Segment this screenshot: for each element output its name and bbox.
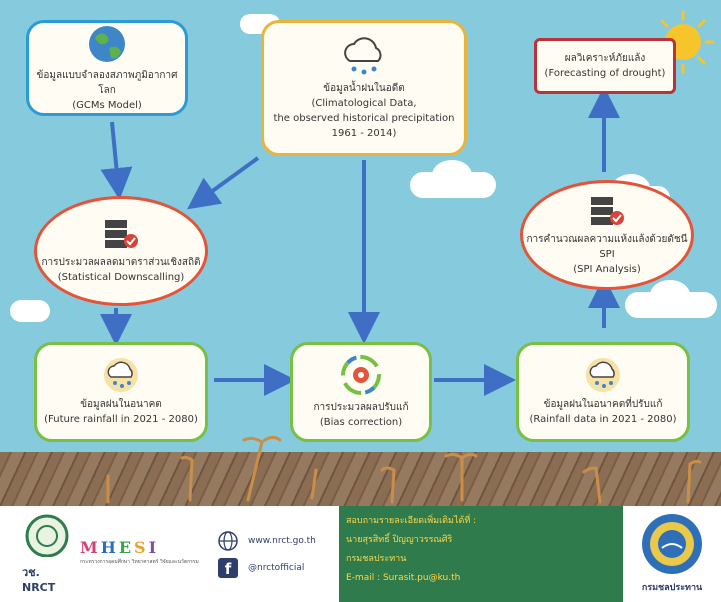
globe-web-icon	[218, 531, 238, 551]
rid-emblem-icon	[642, 514, 702, 574]
nrct-logo-text: วช. NRCT	[22, 566, 56, 594]
facebook-icon: f	[218, 558, 238, 578]
climatological-data-box: ข้อมูลน้ำฝนในอดีต (Climatological Data, …	[261, 20, 467, 156]
contact-heading: สอบถามรายละเอียดเพิ่มเติมได้ที่ :	[346, 516, 477, 526]
spi-title: การคำนวณผลความแห้งแล้งด้วยดัชนี SPI	[526, 233, 688, 260]
contact-panel	[340, 506, 623, 602]
gear-cycle-icon	[341, 355, 381, 395]
future-rainfall-box: ข้อมูลฝนในอนาคต (Future rainfall in 2021…	[34, 342, 208, 442]
spi-subtitle: (SPI Analysis)	[573, 263, 641, 275]
cloud-decoration	[10, 300, 50, 322]
mhesi-caption: กระทรวงการอุดมศึกษา วิทยาศาสตร์ วิจัยและ…	[80, 559, 199, 565]
drought-forecast-title: ผลวิเคราะห์ภัยแล้ง	[564, 53, 646, 64]
adjusted-rainfall-box: ข้อมูลฝนในอนาคตที่ปรับแก้ (Rainfall data…	[516, 342, 690, 442]
downscaling-title: การประมวลผลลดมาตราส่วนเชิงสถิติ	[41, 257, 201, 268]
spi-analysis-box: การคำนวณผลความแห้งแล้งด้วยดัชนี SPI (SPI…	[520, 180, 694, 290]
contact-organization: กรมชลประทาน	[346, 554, 407, 564]
bias-correction-box: การประมวลผลปรับแก้ (Bias correction)	[290, 342, 432, 442]
cloud-decoration	[650, 280, 690, 310]
statistical-downscaling-box: การประมวลผลลดมาตราส่วนเชิงสถิติ (Statist…	[34, 196, 208, 306]
contact-info: สอบถามรายละเอียดเพิ่มเติมได้ที่ : นายสุร…	[346, 512, 476, 588]
rid-logo-text: กรมชลประทาน	[641, 583, 703, 593]
bias-correction-subtitle: (Bias correction)	[319, 417, 403, 428]
gcm-model-subtitle: (GCMs Model)	[72, 99, 142, 111]
website-link[interactable]: www.nrct.go.th	[248, 536, 316, 546]
drought-forecast-box: ผลวิเคราะห์ภัยแล้ง (Forecasting of droug…	[534, 38, 676, 94]
cloud-decoration	[432, 160, 472, 190]
gcm-model-title: ข้อมูลแบบจำลองสภาพภูมิอากาศโลก	[36, 69, 178, 96]
climatological-subtitle: (Climatological Data,	[311, 98, 417, 109]
rain-cloud-icon	[104, 358, 138, 392]
globe-icon	[89, 25, 125, 62]
flow-arrows	[100, 86, 620, 396]
contact-name: นายสุรสิทธิ์ ปิญญาวรรณศิริ	[346, 535, 453, 545]
rain-cloud-icon	[586, 358, 620, 392]
drought-forecast-subtitle: (Forecasting of drought)	[544, 68, 666, 79]
future-rainfall-title: ข้อมูลฝนในอนาคต	[80, 399, 162, 410]
contact-email[interactable]: E-mail : Surasit.pu@ku.th	[346, 573, 461, 583]
climatological-description: the observed historical precipitation	[273, 113, 455, 124]
server-check-icon	[591, 196, 624, 225]
mhesi-logo: MHESI	[80, 538, 160, 557]
server-check-icon	[105, 220, 138, 248]
rain-cloud-icon	[344, 37, 382, 75]
bias-correction-title: การประมวลผลปรับแก้	[313, 402, 409, 413]
facebook-link[interactable]: @nrctofficial	[248, 563, 305, 573]
adjusted-rainfall-title: ข้อมูลฝนในอนาคตที่ปรับแก้	[543, 399, 663, 410]
climatological-years: 1961 - 2014)	[331, 128, 397, 139]
future-rainfall-subtitle: (Future rainfall in 2021 - 2080)	[44, 414, 198, 425]
rid-logo: กรมชลประทาน	[632, 512, 712, 598]
footer-links-panel	[205, 506, 339, 602]
nrct-logo: วช. NRCT	[22, 514, 72, 594]
downscaling-subtitle: (Statistical Downscalling)	[57, 272, 185, 283]
adjusted-rainfall-subtitle: (Rainfall data in 2021 - 2080)	[529, 414, 677, 425]
dry-plants-decoration	[106, 435, 702, 504]
climatological-title: ข้อมูลน้ำฝนในอดีต	[323, 83, 405, 94]
gcm-model-box: ข้อมูลแบบจำลองสภาพภูมิอากาศโลก (GCMs Mod…	[26, 20, 188, 116]
nrct-emblem-icon	[25, 514, 69, 557]
